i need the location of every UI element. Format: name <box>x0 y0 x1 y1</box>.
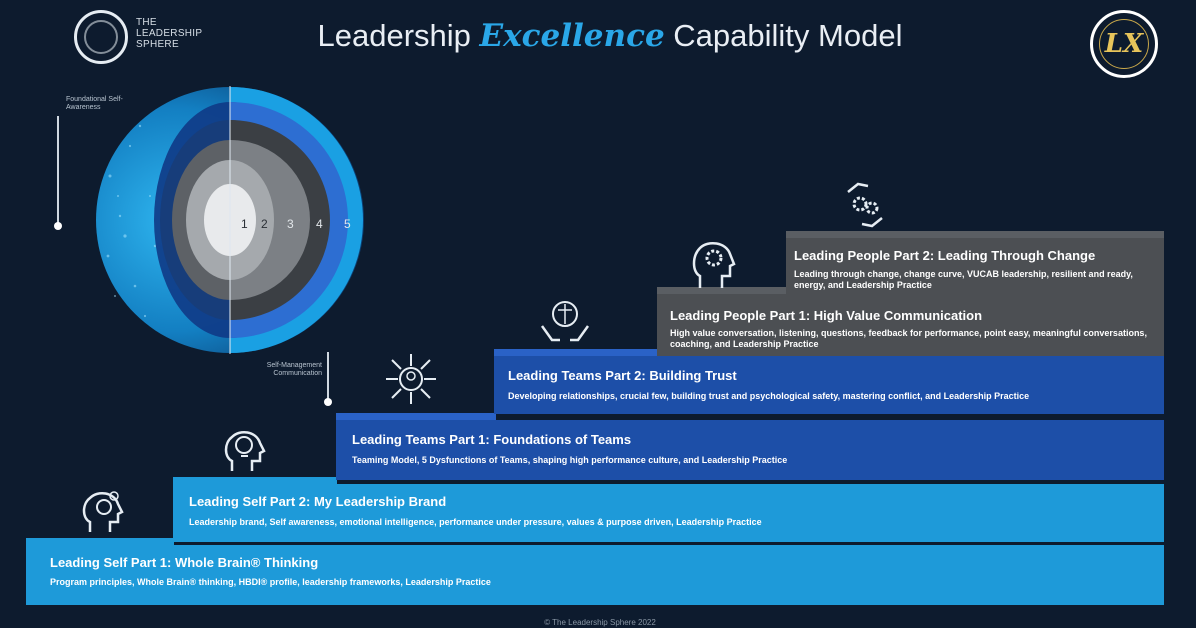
level-3-box: Leading Teams Part 1: Foundations of Tea… <box>336 420 1164 480</box>
level-4-desc: Developing relationships, crucial few, b… <box>508 391 1030 401</box>
level-3-desc: Teaming Model, 5 Dysfunctions of Teams, … <box>352 455 788 465</box>
ring-number-5: 5 <box>344 217 351 231</box>
lx-badge-logo: LX <box>1090 10 1158 78</box>
step-4-lip <box>494 349 660 356</box>
level-1-title: Leading Self Part 1: Whole Brain® Thinki… <box>50 555 319 570</box>
pin-line-top <box>57 116 59 224</box>
pin-dot-bottom <box>324 398 332 406</box>
level-4-box: Leading Teams Part 2: Building Trust Dev… <box>494 356 1164 414</box>
lightbulb-head-icon <box>224 430 266 471</box>
level-5-box: Leading People Part 1: High Value Commun… <box>657 294 1164 356</box>
badge-text: LX <box>1104 29 1144 59</box>
level-2-box: Leading Self Part 2: My Leadership Brand… <box>173 484 1164 542</box>
sphere-label-bottom: Self-Management Communication <box>266 362 322 377</box>
step-6-lip <box>786 231 1164 238</box>
hands-brain-icon <box>540 301 590 342</box>
level-1-box: Leading Self Part 1: Whole Brain® Thinki… <box>26 545 1164 605</box>
ring-number-1: 1 <box>241 217 248 231</box>
team-network-icon <box>386 354 436 404</box>
pin-line-bottom <box>327 352 329 400</box>
level-2-desc: Leadership brand, Self awareness, emotio… <box>189 517 762 527</box>
ring-number-4: 4 <box>316 217 323 231</box>
gear-head-icon <box>692 241 736 288</box>
brain-head-icon <box>82 491 124 532</box>
level-4-title: Leading Teams Part 2: Building Trust <box>508 368 737 383</box>
sphere-texture <box>106 124 157 318</box>
level-3-title: Leading Teams Part 1: Foundations of Tea… <box>352 432 632 447</box>
brand-name: THE LEADERSHIP SPHERE <box>136 17 203 50</box>
brand-logo <box>74 10 128 64</box>
leadership-sphere: 1 2 3 4 5 <box>96 86 364 354</box>
step-2-lip <box>173 477 337 484</box>
pin-dot-top <box>54 222 62 230</box>
level-1-desc: Program principles, Whole Brain® thinkin… <box>50 577 491 587</box>
level-5-title: Leading People Part 1: High Value Commun… <box>670 308 983 323</box>
change-gears-icon <box>847 182 883 228</box>
level-2-title: Leading Self Part 2: My Leadership Brand <box>189 494 447 509</box>
title-accent: Excellence <box>479 18 665 54</box>
step-5-lip <box>657 287 787 294</box>
level-5-desc: High value conversation, listening, ques… <box>670 328 1147 349</box>
level-6-desc: Leading through change, change curve, VU… <box>794 269 1133 290</box>
ring-number-2: 2 <box>261 217 268 231</box>
ring-number-3: 3 <box>287 217 294 231</box>
level-6-box: Leading People Part 2: Leading Through C… <box>786 238 1164 296</box>
sphere-label-top: Foundational Self-Awareness <box>66 96 123 111</box>
step-3-lip <box>336 413 496 420</box>
step-1-lip <box>26 538 174 545</box>
level-6-title: Leading People Part 2: Leading Through C… <box>794 248 1096 263</box>
copyright-footer: © The Leadership Sphere 2022 <box>544 618 656 627</box>
page-title: Leadership Excellence Capability Model <box>317 18 903 54</box>
